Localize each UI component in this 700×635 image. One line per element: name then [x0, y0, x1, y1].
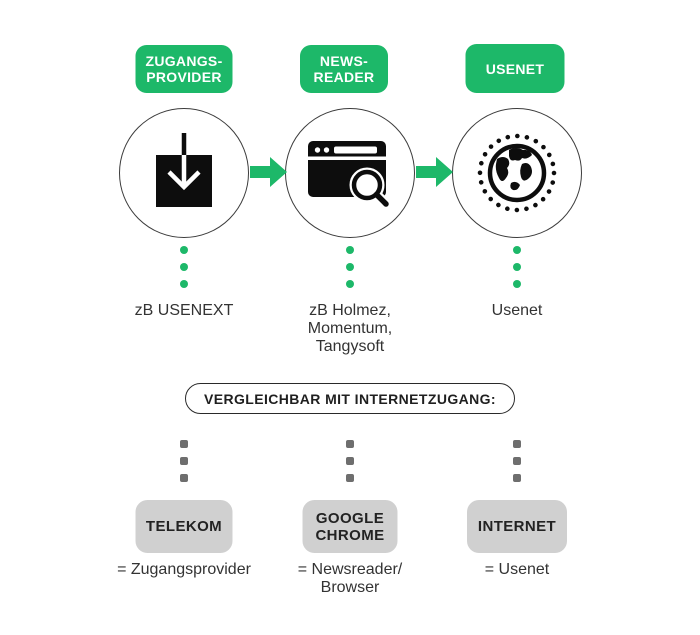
connector-dot — [346, 246, 354, 254]
connector-dot — [513, 280, 521, 288]
box-google-chrome: GOOGLE CHROME — [302, 500, 398, 553]
connector-dot — [180, 440, 188, 448]
connector-dot — [346, 263, 354, 271]
badge-newsreader: NEWS- READER — [300, 45, 388, 93]
box-telekom: TELEKOM — [135, 500, 233, 553]
box-internet: INTERNET — [467, 500, 567, 553]
green-dotted-connector — [180, 246, 188, 288]
connector-dot — [346, 457, 354, 465]
connector-dot — [346, 440, 354, 448]
green-dotted-connector — [346, 246, 354, 288]
connector-dot — [346, 280, 354, 288]
connector-dot — [513, 263, 521, 271]
connector-dot — [513, 474, 521, 482]
caption-equals-zugangsprovider: = Zugangsprovider — [117, 561, 251, 578]
caption-equals-newsreader: = Newsreader/ Browser — [297, 561, 403, 596]
caption-usenet: Usenet — [491, 302, 543, 319]
badge-usenet: USENET — [465, 44, 565, 93]
connector-dot — [513, 246, 521, 254]
flow-arrow-right-icon — [250, 157, 287, 187]
circle-newsreader — [285, 108, 415, 238]
connector-dot — [346, 474, 354, 482]
gray-dotted-connector — [513, 440, 521, 482]
connector-dot — [180, 246, 188, 254]
circle-zugangsprovider — [119, 108, 249, 238]
flow-arrow-right-icon — [416, 157, 453, 187]
gray-dotted-connector — [180, 440, 188, 482]
green-dotted-connector — [513, 246, 521, 288]
circle-usenet — [452, 108, 582, 238]
comparison-heading: VERGLEICHBAR MIT INTERNETZUGANG: — [185, 383, 515, 414]
gray-dotted-connector — [346, 440, 354, 482]
connector-dot — [513, 440, 521, 448]
connector-dot — [180, 263, 188, 271]
badge-zugangsprovider: ZUGANGS- PROVIDER — [135, 45, 233, 93]
caption-equals-usenet: = Usenet — [484, 561, 550, 578]
connector-dot — [180, 457, 188, 465]
connector-dot — [180, 280, 188, 288]
caption-newsreader-examples: zB Holmez, Momentum, Tangysoft — [307, 302, 393, 355]
download-icon — [156, 133, 212, 207]
caption-provider-examples: zB USENEXT — [134, 302, 234, 319]
connector-dot — [180, 474, 188, 482]
browser-search-icon — [308, 141, 392, 210]
connector-dot — [513, 457, 521, 465]
globe-icon — [477, 133, 557, 213]
